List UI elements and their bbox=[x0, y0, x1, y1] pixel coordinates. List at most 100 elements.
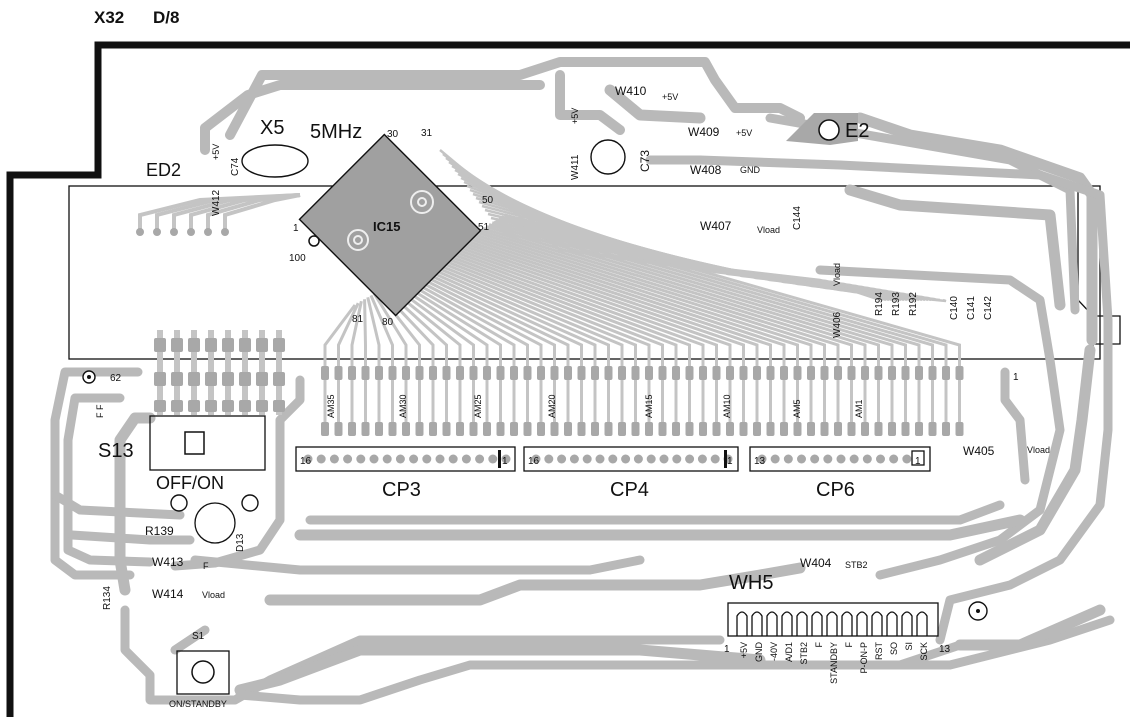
cp3-label: CP3 bbox=[382, 479, 421, 501]
segment-pad bbox=[915, 366, 923, 380]
wh5-pin-label: +5V bbox=[739, 642, 749, 658]
connector-cp6 bbox=[749, 446, 931, 472]
connector-pin-pad bbox=[448, 454, 458, 464]
left-bus-pad bbox=[273, 400, 285, 412]
segment-pad bbox=[672, 422, 680, 436]
segment-trace bbox=[485, 225, 880, 432]
segment-pad bbox=[955, 366, 964, 380]
segment-pad bbox=[388, 366, 397, 380]
connector-pin-pad bbox=[672, 454, 682, 464]
ic-pin-31: 31 bbox=[421, 128, 433, 139]
wh5-pin bbox=[841, 611, 853, 636]
connector-cp4 bbox=[523, 446, 739, 472]
copper-trace bbox=[190, 555, 645, 575]
left-bus-pad bbox=[154, 400, 166, 412]
segment-pad bbox=[874, 422, 883, 436]
connector-pin-pad bbox=[797, 454, 806, 464]
connector-pin-pad bbox=[646, 454, 656, 464]
left-bus-pad bbox=[188, 372, 200, 386]
via-pad bbox=[170, 228, 178, 236]
segment-pad bbox=[537, 422, 545, 436]
segment-trace bbox=[366, 296, 381, 432]
copper-trace bbox=[974, 344, 1096, 566]
segment-pad bbox=[766, 366, 775, 380]
left-bus-pad bbox=[256, 338, 268, 352]
segment-pad bbox=[753, 366, 761, 380]
left-bus-pad bbox=[171, 400, 183, 412]
w406-net: Vload bbox=[832, 263, 842, 286]
ic-pin-50: 50 bbox=[482, 195, 494, 206]
copper-trace bbox=[305, 500, 1005, 525]
connector-pin-pad bbox=[544, 454, 554, 464]
segment-trace bbox=[443, 249, 705, 432]
segment-pad bbox=[564, 366, 572, 380]
segment-trace bbox=[456, 242, 759, 432]
segment-pad bbox=[820, 366, 829, 380]
left-bus-pad bbox=[222, 372, 234, 386]
left-bus-pad bbox=[273, 372, 285, 386]
segment-pad bbox=[901, 366, 910, 380]
segment-pad bbox=[550, 366, 559, 380]
segment-pad bbox=[321, 422, 329, 436]
segment-label: AM10 bbox=[722, 394, 732, 418]
segment-trace bbox=[415, 267, 583, 432]
segment-trace bbox=[475, 230, 840, 432]
connector-pin-pad bbox=[783, 454, 793, 464]
cp3-left-pin: 16 bbox=[300, 456, 312, 467]
segment-trace bbox=[398, 276, 516, 432]
capacitor-c73 bbox=[590, 139, 626, 175]
left-bus-pad bbox=[222, 338, 234, 352]
section-label: D/8 bbox=[153, 8, 180, 27]
segment-pad bbox=[334, 366, 343, 380]
segment-trace bbox=[395, 278, 502, 432]
via-pad bbox=[221, 228, 229, 236]
w413-net: F bbox=[203, 561, 209, 571]
left-bus-pad bbox=[154, 338, 166, 352]
connector-pin-1-marker bbox=[498, 450, 501, 468]
w411-label: W411 bbox=[570, 154, 581, 180]
c74-net: +5V bbox=[211, 144, 221, 160]
w408-net: GND bbox=[740, 165, 761, 175]
led-d13 bbox=[194, 502, 236, 544]
ff-label: F F bbox=[95, 404, 105, 418]
connector-pin-pad bbox=[369, 454, 379, 464]
wh5-pin-label: STB2 bbox=[799, 642, 809, 665]
segment-pad bbox=[510, 422, 518, 436]
cp6-right-pin: 1 bbox=[915, 456, 921, 467]
segment-trace bbox=[463, 238, 786, 432]
wh5-pin bbox=[751, 611, 763, 636]
segment-pad bbox=[631, 422, 640, 436]
segment-trace bbox=[447, 248, 718, 432]
wh5-pin-label: SI bbox=[904, 642, 914, 651]
ed2-label: ED2 bbox=[146, 160, 181, 180]
c74-label: C74 bbox=[230, 157, 241, 176]
segment-pad bbox=[699, 422, 707, 436]
ic-pin-30: 30 bbox=[387, 129, 399, 140]
segment-trace bbox=[482, 226, 867, 432]
segment-pad bbox=[645, 422, 653, 436]
segment-pad bbox=[793, 422, 802, 436]
segment-pad bbox=[888, 422, 896, 436]
segment-pad bbox=[577, 366, 586, 380]
w414-label: W414 bbox=[152, 587, 184, 601]
copper-trace bbox=[854, 112, 1098, 346]
segment-pad bbox=[361, 422, 370, 436]
copper-trace bbox=[604, 84, 706, 124]
connector-pin-pad bbox=[770, 454, 780, 464]
segment-pad bbox=[955, 422, 964, 436]
w405-label: W405 bbox=[963, 444, 995, 458]
segment-pad bbox=[861, 422, 869, 436]
segment-pad bbox=[874, 366, 883, 380]
segment-pad bbox=[631, 366, 640, 380]
segment-pad bbox=[402, 366, 410, 380]
segment-pad bbox=[402, 422, 410, 436]
segment-pad bbox=[469, 422, 478, 436]
segment-pad bbox=[658, 366, 667, 380]
left-bus-pad bbox=[239, 338, 251, 352]
segment-pad bbox=[442, 366, 451, 380]
model-label: X32 bbox=[94, 8, 125, 27]
segment-pad bbox=[496, 366, 505, 380]
segment-pad bbox=[712, 366, 721, 380]
w405-net: Vload bbox=[1027, 445, 1050, 455]
